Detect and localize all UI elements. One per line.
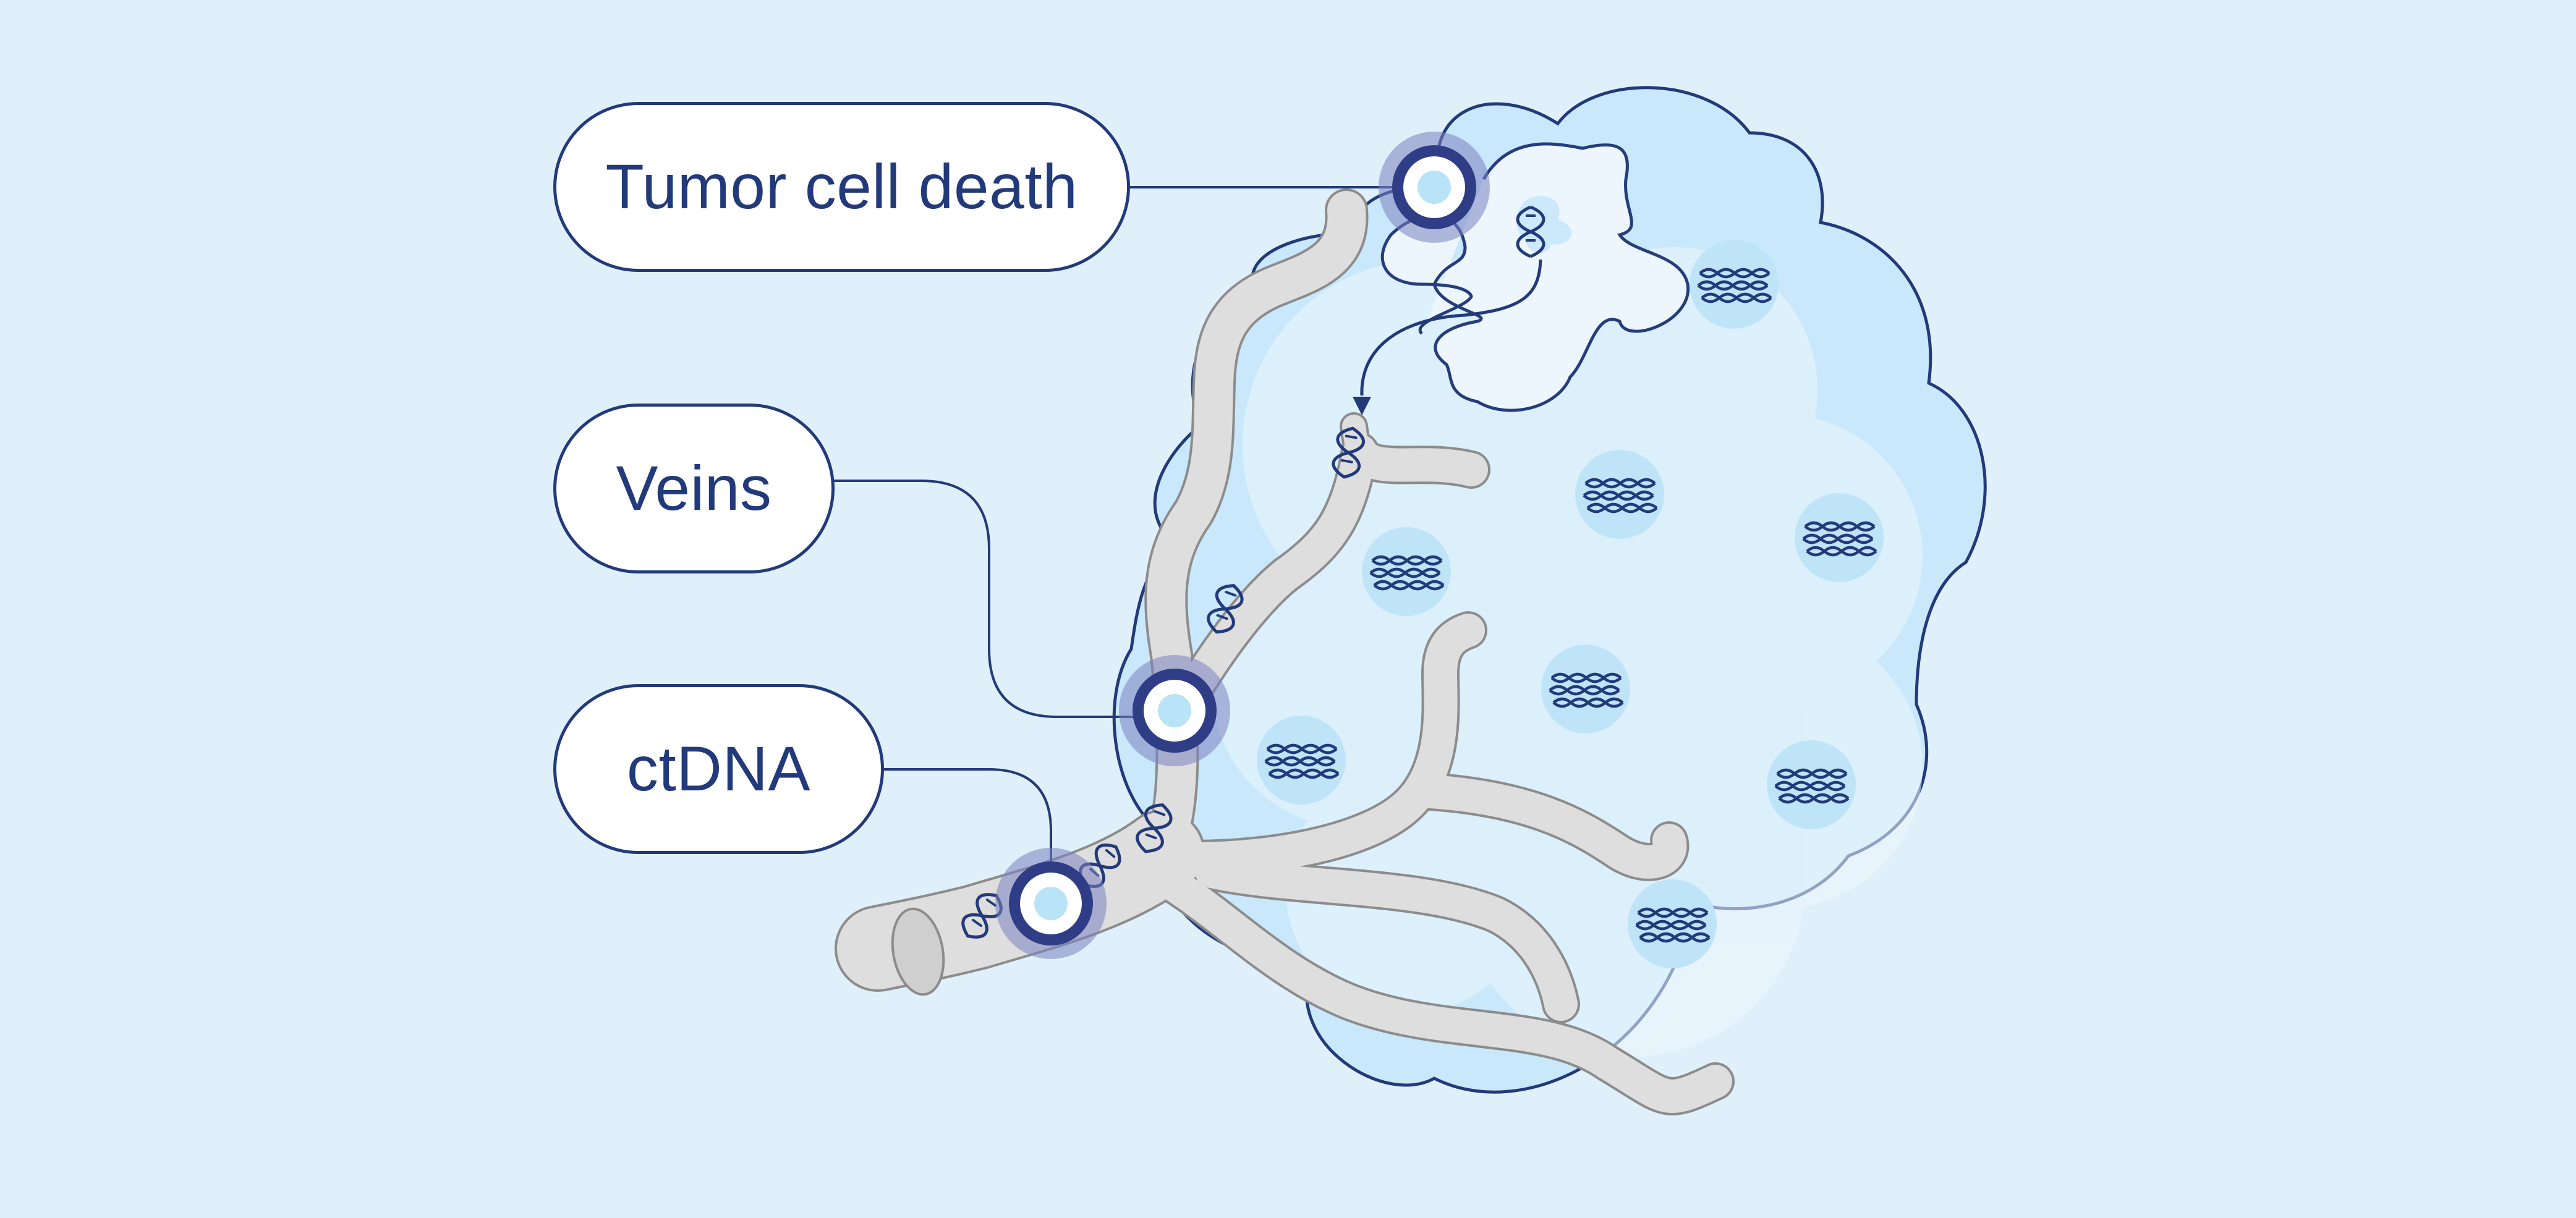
label-veins: Veins [553, 404, 835, 573]
arrow-icon [1353, 397, 1371, 415]
vein-network [835, 188, 1735, 1115]
callout-marker-icon [995, 848, 1107, 959]
label-tumor-cell-death-text: Tumor cell death [605, 151, 1078, 222]
callout-marker-icon [1119, 655, 1230, 766]
callout-marker-icon [1379, 132, 1490, 243]
label-ctdna-text: ctDNA [626, 734, 811, 804]
label-tumor-cell-death: Tumor cell death [553, 102, 1130, 272]
cell-nuclei [1257, 240, 1884, 968]
label-ctdna: ctDNA [553, 684, 884, 854]
label-veins-text: Veins [616, 453, 772, 523]
dying-tumor-cell [1353, 142, 1690, 415]
